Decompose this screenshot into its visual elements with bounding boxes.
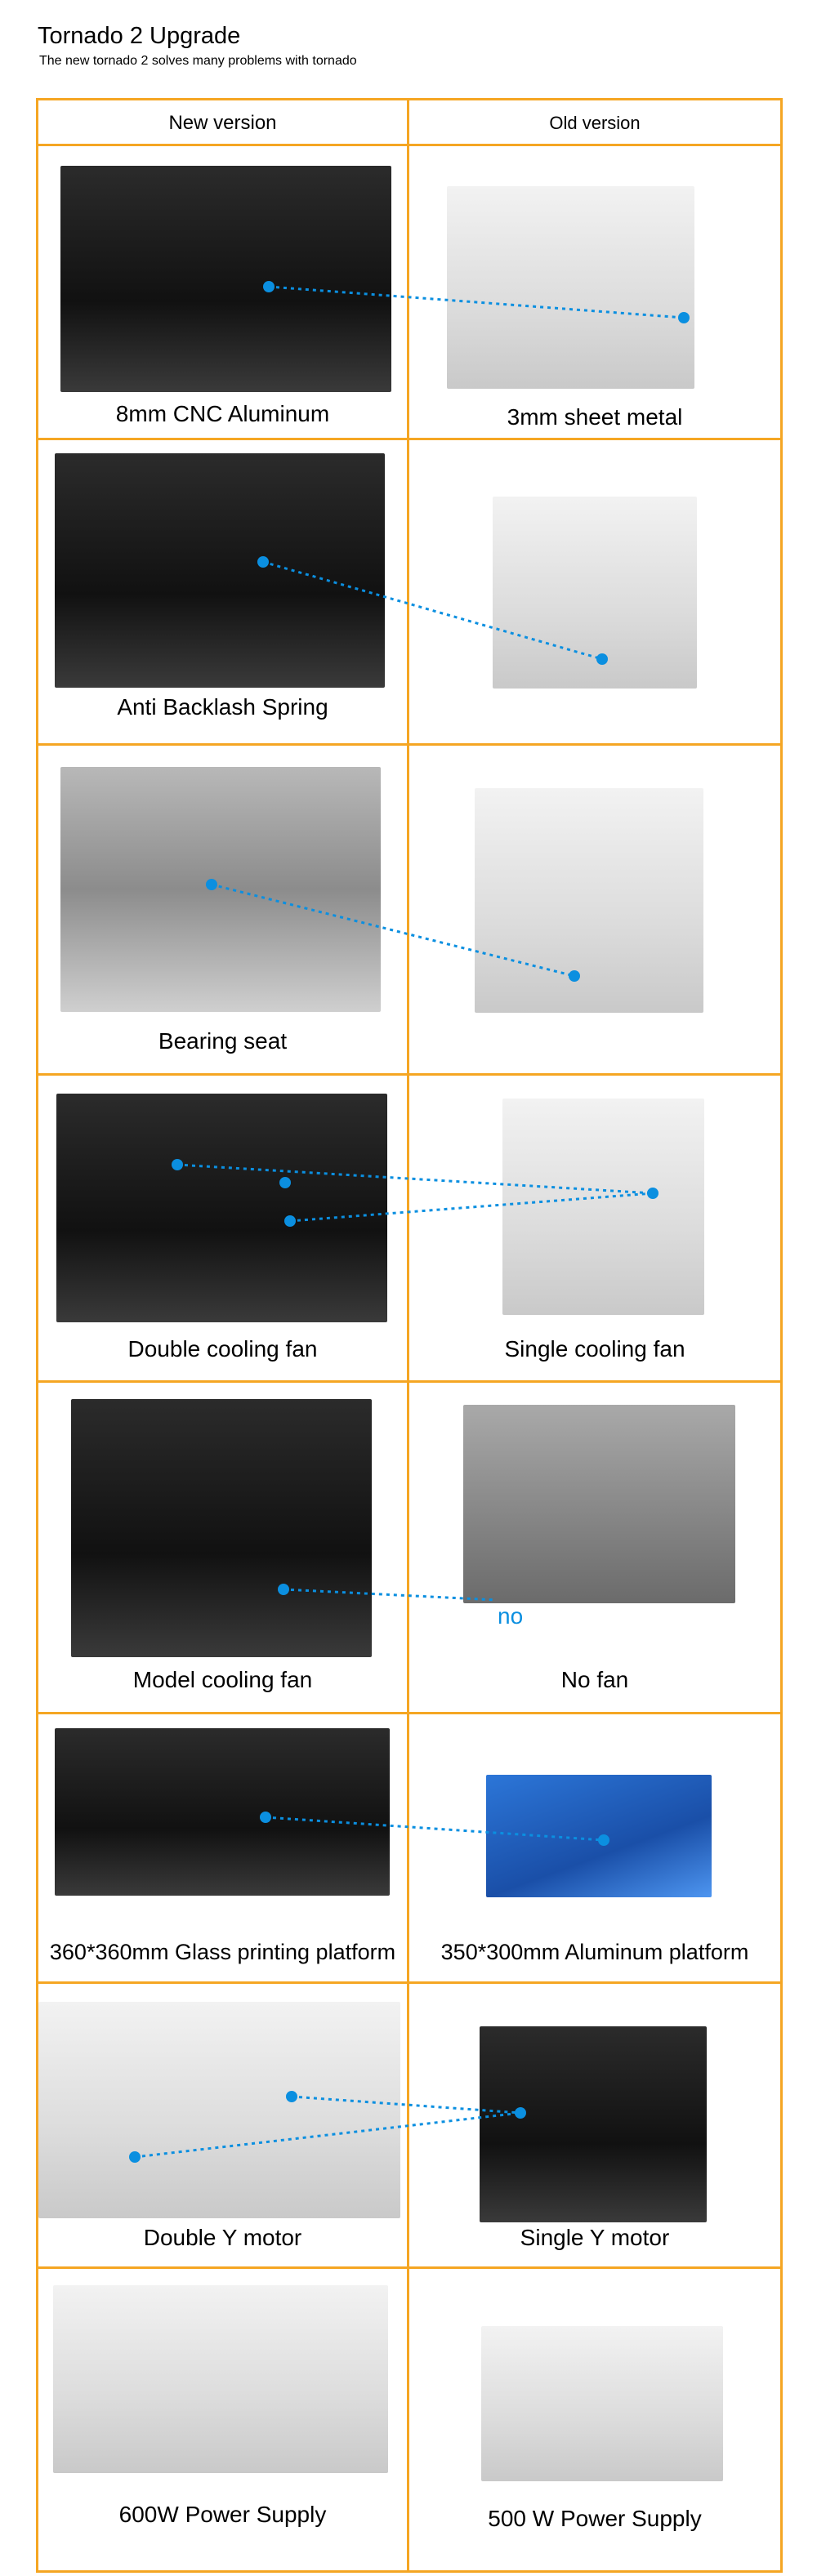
caption-new-5: Model cooling fan	[132, 1667, 313, 1692]
column-divider	[407, 100, 409, 2570]
caption-old-6: 350*300mm Aluminum platform	[440, 1940, 749, 1964]
row-divider	[38, 1981, 780, 1984]
old-leadscrew-photo	[493, 497, 697, 689]
caption-new-1: 8mm CNC Aluminum	[115, 401, 330, 426]
caption-new-4: Double cooling fan	[127, 1336, 318, 1362]
caption-new-8: 600W Power Supply	[118, 2502, 327, 2527]
new-double-fan-photo	[56, 1094, 387, 1322]
no-fan-label: no	[498, 1603, 524, 1629]
caption-old-4: Single cooling fan	[504, 1336, 685, 1362]
header-old-version: Old version	[549, 112, 641, 133]
page-subtitle: The new tornado 2 solves many problems w…	[39, 54, 357, 68]
caption-new-2: Anti Backlash Spring	[117, 694, 328, 720]
old-single-fan-photo	[502, 1099, 704, 1315]
row-divider	[38, 2266, 780, 2269]
new-bearing-seat-photo	[60, 767, 381, 1012]
caption-new-7: Double Y motor	[143, 2225, 302, 2250]
caption-old-1: 3mm sheet metal	[507, 404, 683, 430]
caption-new-6: 360*360mm Glass printing platform	[49, 1940, 396, 1964]
row-divider	[38, 438, 780, 440]
old-power-supply-photo	[481, 2326, 723, 2481]
new-aluminum-photo	[60, 166, 391, 392]
page-title: Tornado 2 Upgrade	[38, 23, 241, 49]
row-divider	[38, 1073, 780, 1076]
new-model-fan-photo	[71, 1399, 372, 1657]
connector-lines	[129, 281, 690, 2163]
new-glass-platform-photo	[55, 1728, 390, 1896]
new-power-supply-photo	[53, 2285, 388, 2473]
old-sheet-metal-photo	[447, 186, 694, 389]
caption-old-7: Single Y motor	[520, 2225, 670, 2250]
old-screw-photo	[475, 788, 703, 1013]
row-divider	[38, 1712, 780, 1714]
old-aluminum-platform-photo	[486, 1775, 712, 1897]
old-no-fan-photo	[463, 1405, 735, 1603]
new-spring-photo	[55, 453, 385, 688]
caption-old-5: No fan	[560, 1667, 629, 1692]
comparison-table: New version Old version 8mm CNC Aluminum…	[36, 98, 783, 2573]
row-divider	[38, 1380, 780, 1383]
new-double-motor-photo	[38, 2002, 400, 2218]
row-divider	[38, 144, 780, 146]
row-divider	[38, 743, 780, 746]
caption-old-8: 500 W Power Supply	[488, 2506, 702, 2531]
old-single-motor-photo	[480, 2026, 707, 2222]
header-new-version: New version	[168, 111, 277, 134]
caption-new-3: Bearing seat	[158, 1028, 288, 1054]
